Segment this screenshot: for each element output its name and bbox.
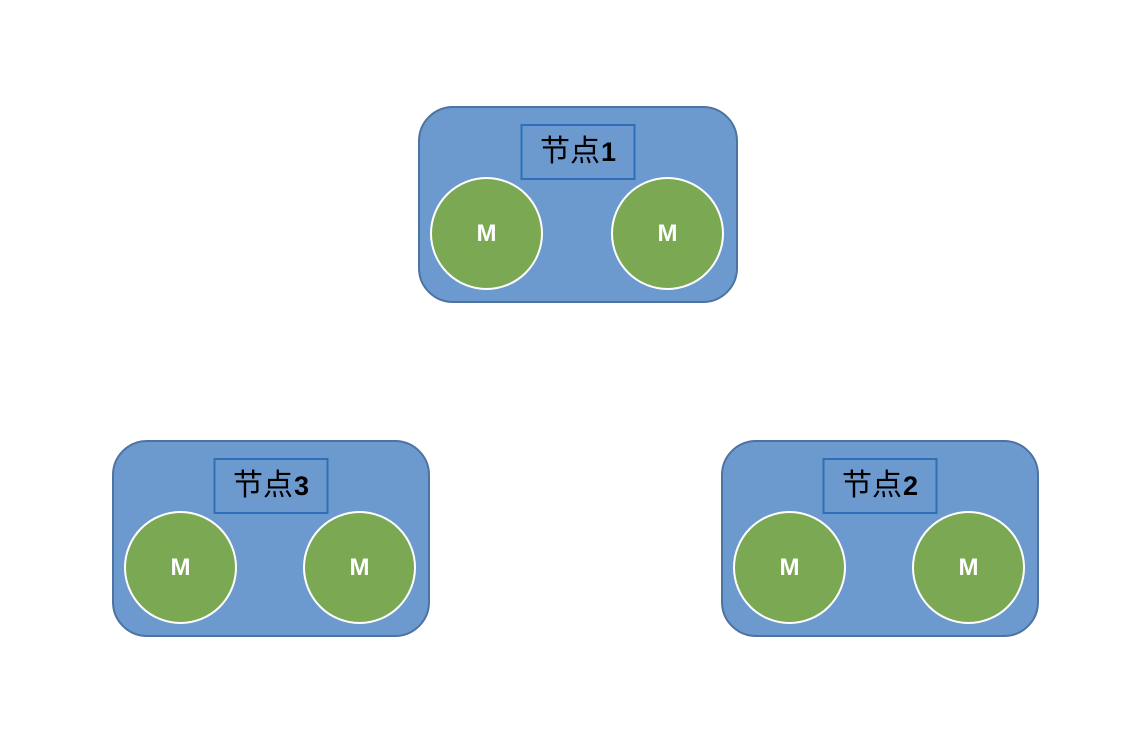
member-label: M (779, 553, 800, 581)
node-1-label-number: 1 (600, 136, 617, 167)
member-circle: M (303, 511, 416, 624)
node-3-members: M M (124, 511, 416, 624)
node-2-label-text: 节点 (841, 468, 902, 503)
member-circle: M (733, 511, 846, 624)
node-2-members: M M (733, 511, 1025, 624)
member-label: M (170, 553, 191, 581)
node-3-label-text: 节点 (232, 468, 293, 503)
member-label: M (958, 553, 979, 581)
member-label: M (657, 219, 678, 247)
member-circle: M (611, 177, 724, 290)
node-3-label-number: 3 (293, 470, 310, 501)
node-1-members: M M (430, 177, 724, 290)
member-label: M (349, 553, 370, 581)
node-2-label-number: 2 (902, 470, 919, 501)
member-label: M (476, 219, 497, 247)
node-1-label-text: 节点 (539, 134, 600, 169)
member-circle: M (430, 177, 543, 290)
member-circle: M (124, 511, 237, 624)
member-circle: M (912, 511, 1025, 624)
